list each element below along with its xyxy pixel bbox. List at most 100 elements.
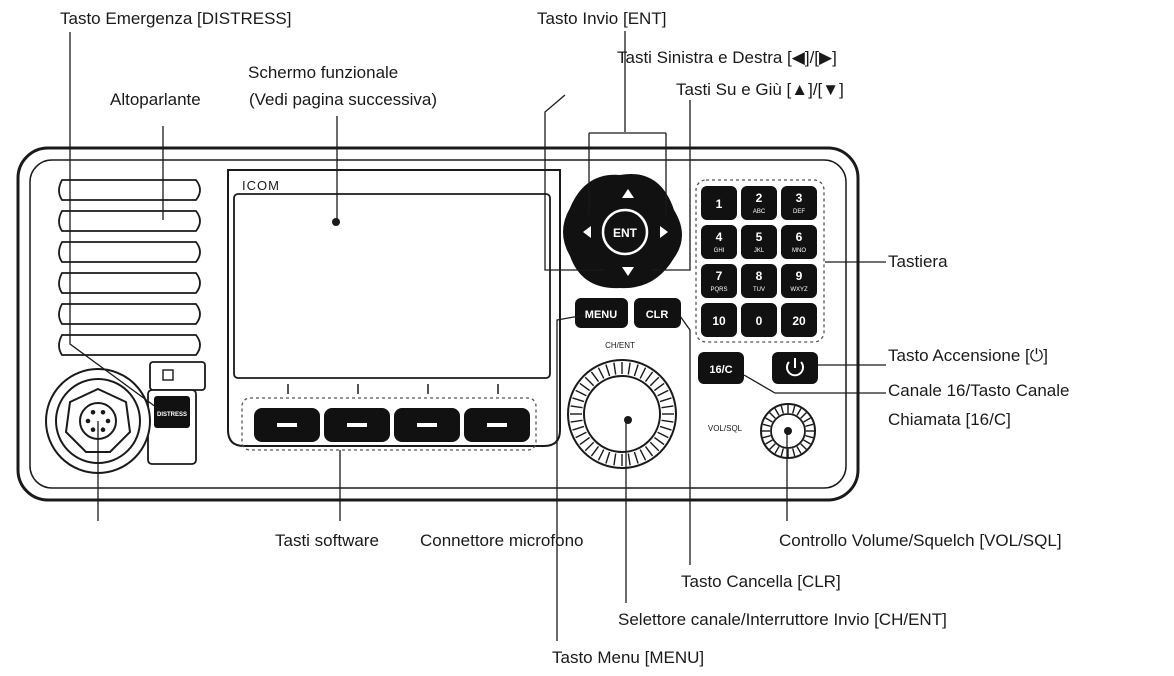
radio-casing-outer — [16, 146, 860, 502]
ch-ent-dial[interactable] — [583, 375, 661, 453]
label-ch16-key-line2: Chiamata [16/C] — [888, 410, 1011, 429]
keypad-key-digit: 0 — [756, 314, 763, 328]
knob-ridge — [579, 436, 591, 446]
label-volume-control: Controllo Volume/Squelch [VOL/SQL] — [779, 531, 1062, 550]
function-display — [233, 193, 551, 379]
knob-ridge — [570, 405, 583, 409]
keypad-key[interactable] — [781, 303, 817, 337]
softkey-group — [254, 408, 530, 442]
knob-ridge — [605, 364, 611, 377]
knob-ridge — [639, 367, 647, 379]
keypad-key[interactable] — [741, 303, 777, 337]
keypad-key-letters: JKL — [754, 248, 765, 254]
keypad-key-letters: WXYZ — [790, 287, 808, 293]
knob-ridge — [597, 449, 605, 461]
knob-ridge — [805, 435, 814, 439]
up-arrow-icon[interactable] — [622, 189, 634, 198]
knob-ridge — [575, 389, 587, 397]
knob-ridge — [627, 453, 631, 466]
distress-key[interactable] — [154, 396, 190, 428]
keypad-key[interactable] — [701, 186, 737, 220]
keypad-key[interactable] — [701, 303, 737, 337]
knob-ridge — [657, 431, 669, 439]
down-arrow-icon[interactable] — [622, 267, 634, 276]
clr-key[interactable] — [634, 298, 681, 328]
knob-ridge — [590, 371, 600, 383]
label-speaker: Altoparlante — [110, 90, 201, 109]
mic-pin — [90, 410, 96, 415]
speaker-slot — [58, 303, 201, 325]
left-arrow-icon[interactable] — [583, 226, 591, 238]
knob-ridge — [805, 423, 814, 427]
softkey-bar — [417, 423, 437, 427]
ch16-key[interactable] — [698, 352, 744, 384]
keypad-key[interactable] — [701, 225, 737, 259]
knob-ridge — [659, 425, 672, 431]
knob-ridge — [633, 451, 639, 464]
softkey-bar — [487, 423, 507, 427]
keypad-key-digit: 5 — [756, 230, 763, 244]
knob-ridge — [796, 446, 802, 454]
keypad-key-letters: PQRS — [710, 287, 727, 293]
label-keypad: Tastiera — [888, 252, 948, 271]
label-software-keys: Tasti software — [275, 531, 379, 550]
keypad-key[interactable] — [741, 225, 777, 259]
keypad-key[interactable] — [701, 264, 737, 298]
knob-ridge — [644, 445, 654, 457]
softkey-group-outline — [241, 397, 537, 451]
keypad-key[interactable] — [781, 264, 817, 298]
label-enter-key: Tasto Invio [ENT] — [537, 9, 667, 28]
label-channel-selector: Selettore canale/Interruttore Invio [CH/… — [618, 610, 947, 629]
keypad-key[interactable] — [781, 225, 817, 259]
knob-ridge — [769, 412, 776, 419]
knob-ridge — [579, 382, 591, 392]
knob-ridge — [800, 412, 807, 419]
knob-ridge — [792, 448, 796, 457]
keypad-key[interactable] — [741, 264, 777, 298]
speaker-slot — [58, 241, 201, 263]
keypad-key-digit: 10 — [712, 314, 726, 328]
keypad-key-letters: TUV — [753, 287, 765, 293]
right-arrow-icon[interactable] — [660, 226, 668, 238]
vol-sql-knob-center — [784, 427, 792, 435]
label-distress-key: Tasto Emergenza [DISTRESS] — [60, 9, 292, 28]
knob-ridge — [644, 371, 654, 383]
keypad-key-letters: ABC — [753, 209, 766, 215]
label-menu-key: Tasto Menu [MENU] — [552, 648, 705, 667]
keypad-key-digit: 9 — [796, 269, 803, 283]
keypad-key-letters: DEF — [793, 209, 805, 215]
mic-pin — [85, 418, 91, 424]
label-clear-key: Tasto Cancella [CLR] — [681, 572, 841, 591]
display-bezel — [227, 169, 561, 447]
menu-key[interactable] — [575, 298, 628, 328]
radio-casing-inner — [29, 159, 847, 489]
label-function-display-line2: (Vedi pagina successiva) — [249, 90, 438, 109]
knob-ridge — [570, 419, 583, 423]
knob-ridge — [649, 441, 660, 452]
knob-ridge — [584, 441, 595, 452]
keypad-key-digit: 8 — [756, 269, 763, 283]
knob-ridge — [584, 376, 595, 387]
knob-ridge — [780, 448, 784, 457]
knob-ridge — [803, 417, 811, 423]
keypad-key[interactable] — [741, 186, 777, 220]
ent-key[interactable] — [601, 208, 649, 256]
label-power-key: Tasto Accensione [⏻] — [888, 346, 1048, 365]
knob-ridge — [774, 446, 780, 454]
label-mic-connector: Connettore microfono — [420, 531, 584, 550]
vol-sql-label: VOL/SQL — [708, 424, 743, 433]
ch16-key-label: 16/C — [709, 364, 732, 376]
keypad-key[interactable] — [781, 186, 817, 220]
knob-ridge — [661, 405, 674, 409]
brand-logo: ICOM — [242, 178, 280, 193]
power-icon — [786, 358, 804, 377]
knob-ridge — [780, 405, 784, 414]
keypad-outline — [695, 179, 825, 343]
ch-ent-dial-ridges — [570, 362, 674, 466]
speaker-grille — [58, 179, 201, 356]
knob-ridge — [572, 397, 585, 403]
distress-key-label: DISTRESS — [157, 412, 187, 418]
